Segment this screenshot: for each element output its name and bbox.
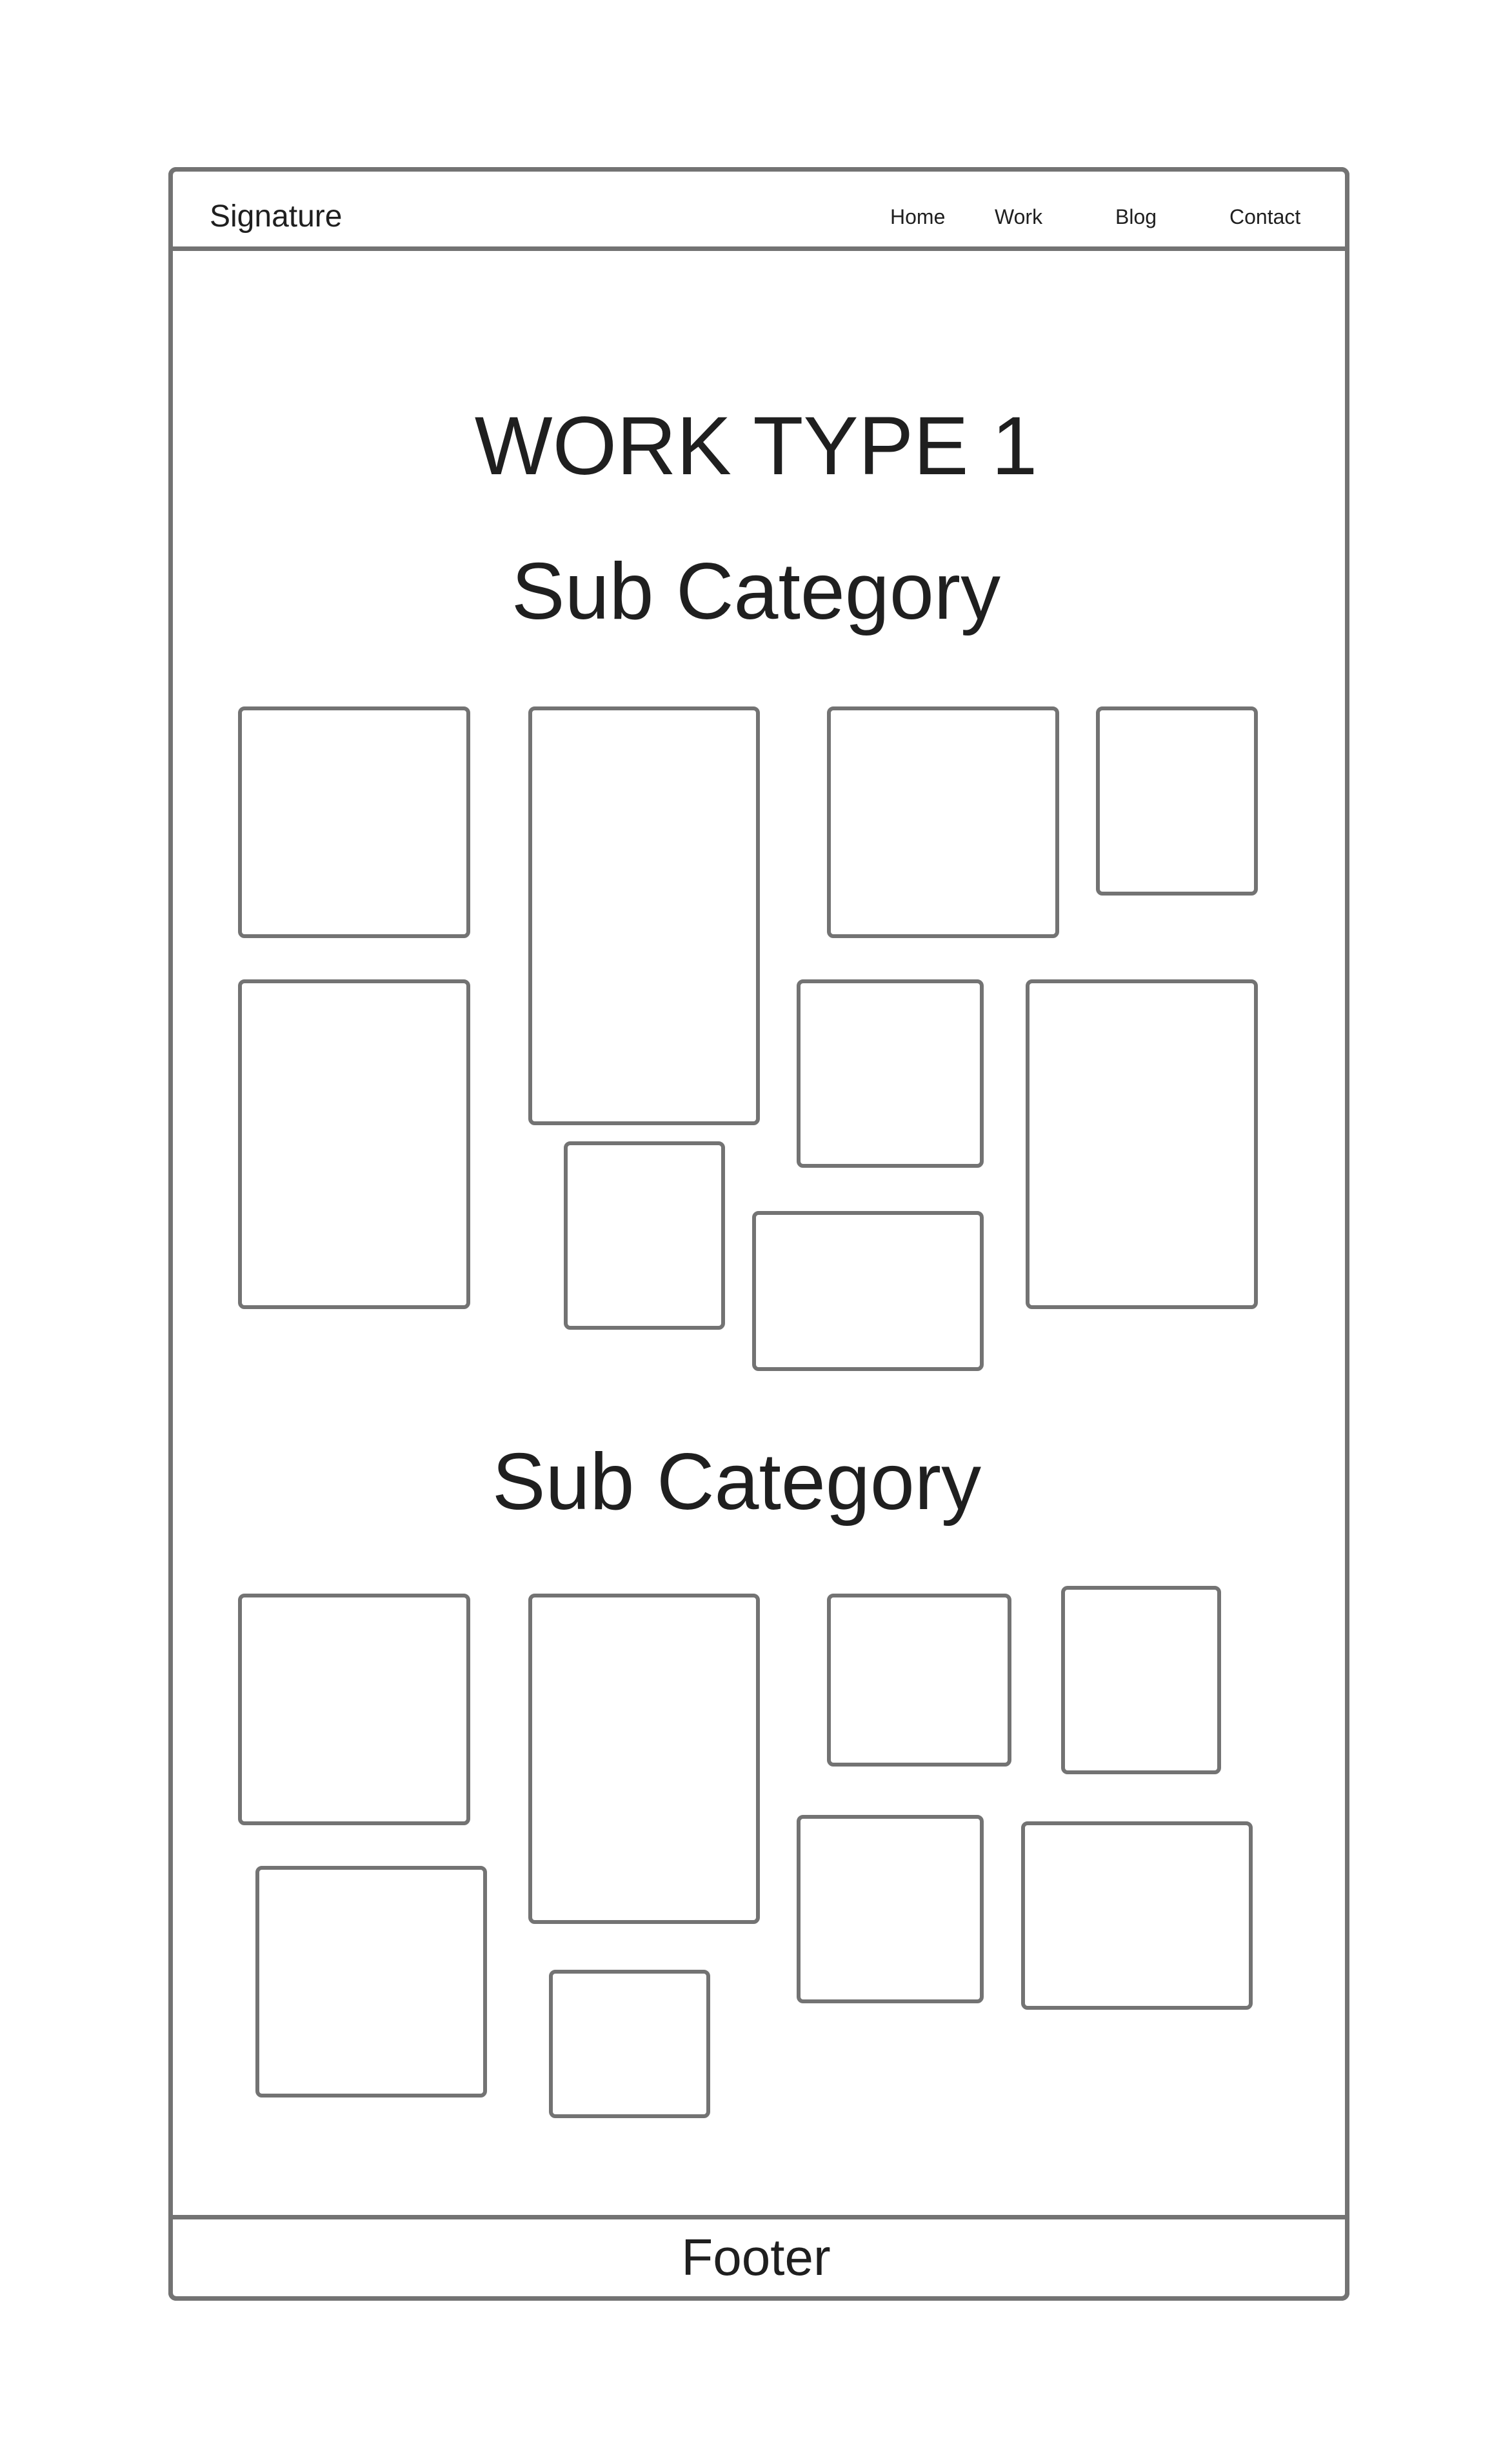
section-heading-1: Sub Category (511, 547, 1001, 636)
gallery-tile[interactable] (255, 1866, 487, 2098)
gallery-tile[interactable] (238, 706, 470, 938)
gallery-tile[interactable] (238, 1594, 470, 1825)
nav-link-work[interactable]: Work (995, 205, 1043, 228)
page-footer (168, 2215, 1349, 2301)
gallery-tile[interactable] (564, 1141, 725, 1330)
gallery-tile[interactable] (1026, 979, 1258, 1309)
gallery-tile[interactable] (797, 1815, 984, 2003)
nav-link-contact[interactable]: Contact (1229, 205, 1301, 228)
page-title: WORK TYPE 1 (474, 400, 1038, 492)
top-navigation-bar (168, 167, 1349, 251)
gallery-tile[interactable] (752, 1211, 984, 1371)
footer-label: Footer (681, 2228, 831, 2286)
gallery-tile[interactable] (827, 1594, 1011, 1767)
gallery-tile[interactable] (238, 979, 470, 1309)
gallery-tile[interactable] (1021, 1821, 1253, 2010)
gallery-tile[interactable] (827, 706, 1059, 938)
gallery-tile[interactable] (797, 979, 984, 1168)
brand-logo-text[interactable]: Signature (210, 199, 343, 234)
section-heading-2: Sub Category (492, 1437, 982, 1527)
gallery-tile[interactable] (549, 1970, 710, 2118)
gallery-tile[interactable] (528, 1594, 760, 1924)
nav-link-home[interactable]: Home (890, 205, 946, 228)
gallery-tile[interactable] (1096, 706, 1258, 896)
gallery-tile[interactable] (528, 706, 760, 1125)
gallery-tile[interactable] (1061, 1586, 1221, 1774)
nav-link-blog[interactable]: Blog (1115, 205, 1157, 228)
